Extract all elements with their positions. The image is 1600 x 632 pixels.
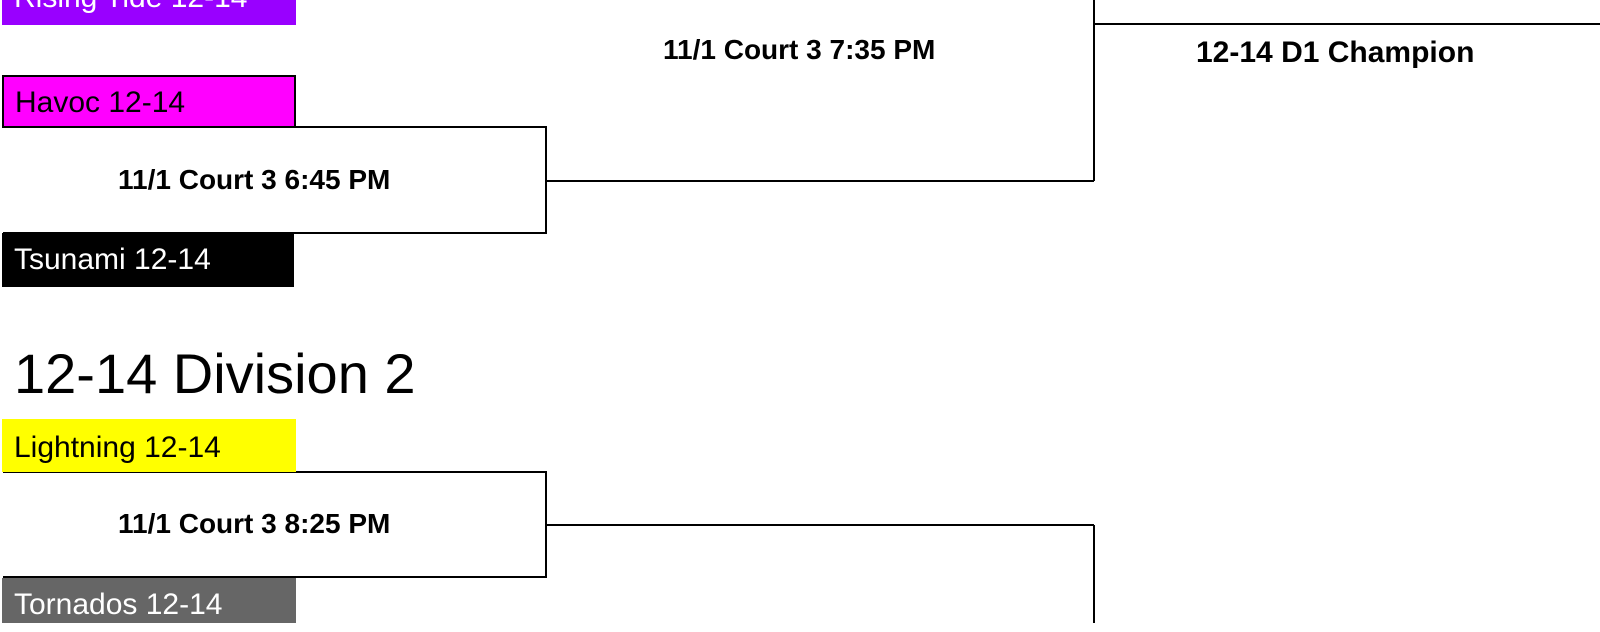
team-lightning: Lightning 12-14 [2,419,296,472]
team-havoc: Havoc 12-14 [2,75,296,128]
game-time-d2-semi: 11/1 Court 3 8:25 PM [118,508,391,539]
team-tornados: Tornados 12-14 [2,578,296,623]
division-title: 12-14 Division 2 [14,342,416,405]
game-time-d1-final: 11/1 Court 3 7:35 PM [663,34,936,65]
team-tsunami: Tsunami 12-14 [2,233,294,287]
champion-label-d1: 12-14 D1 Champion [1196,36,1475,69]
team-rising-tide: Rising Tide 12-14 [2,0,296,25]
game-time-d1-semi: 11/1 Court 3 6:45 PM [118,164,391,195]
